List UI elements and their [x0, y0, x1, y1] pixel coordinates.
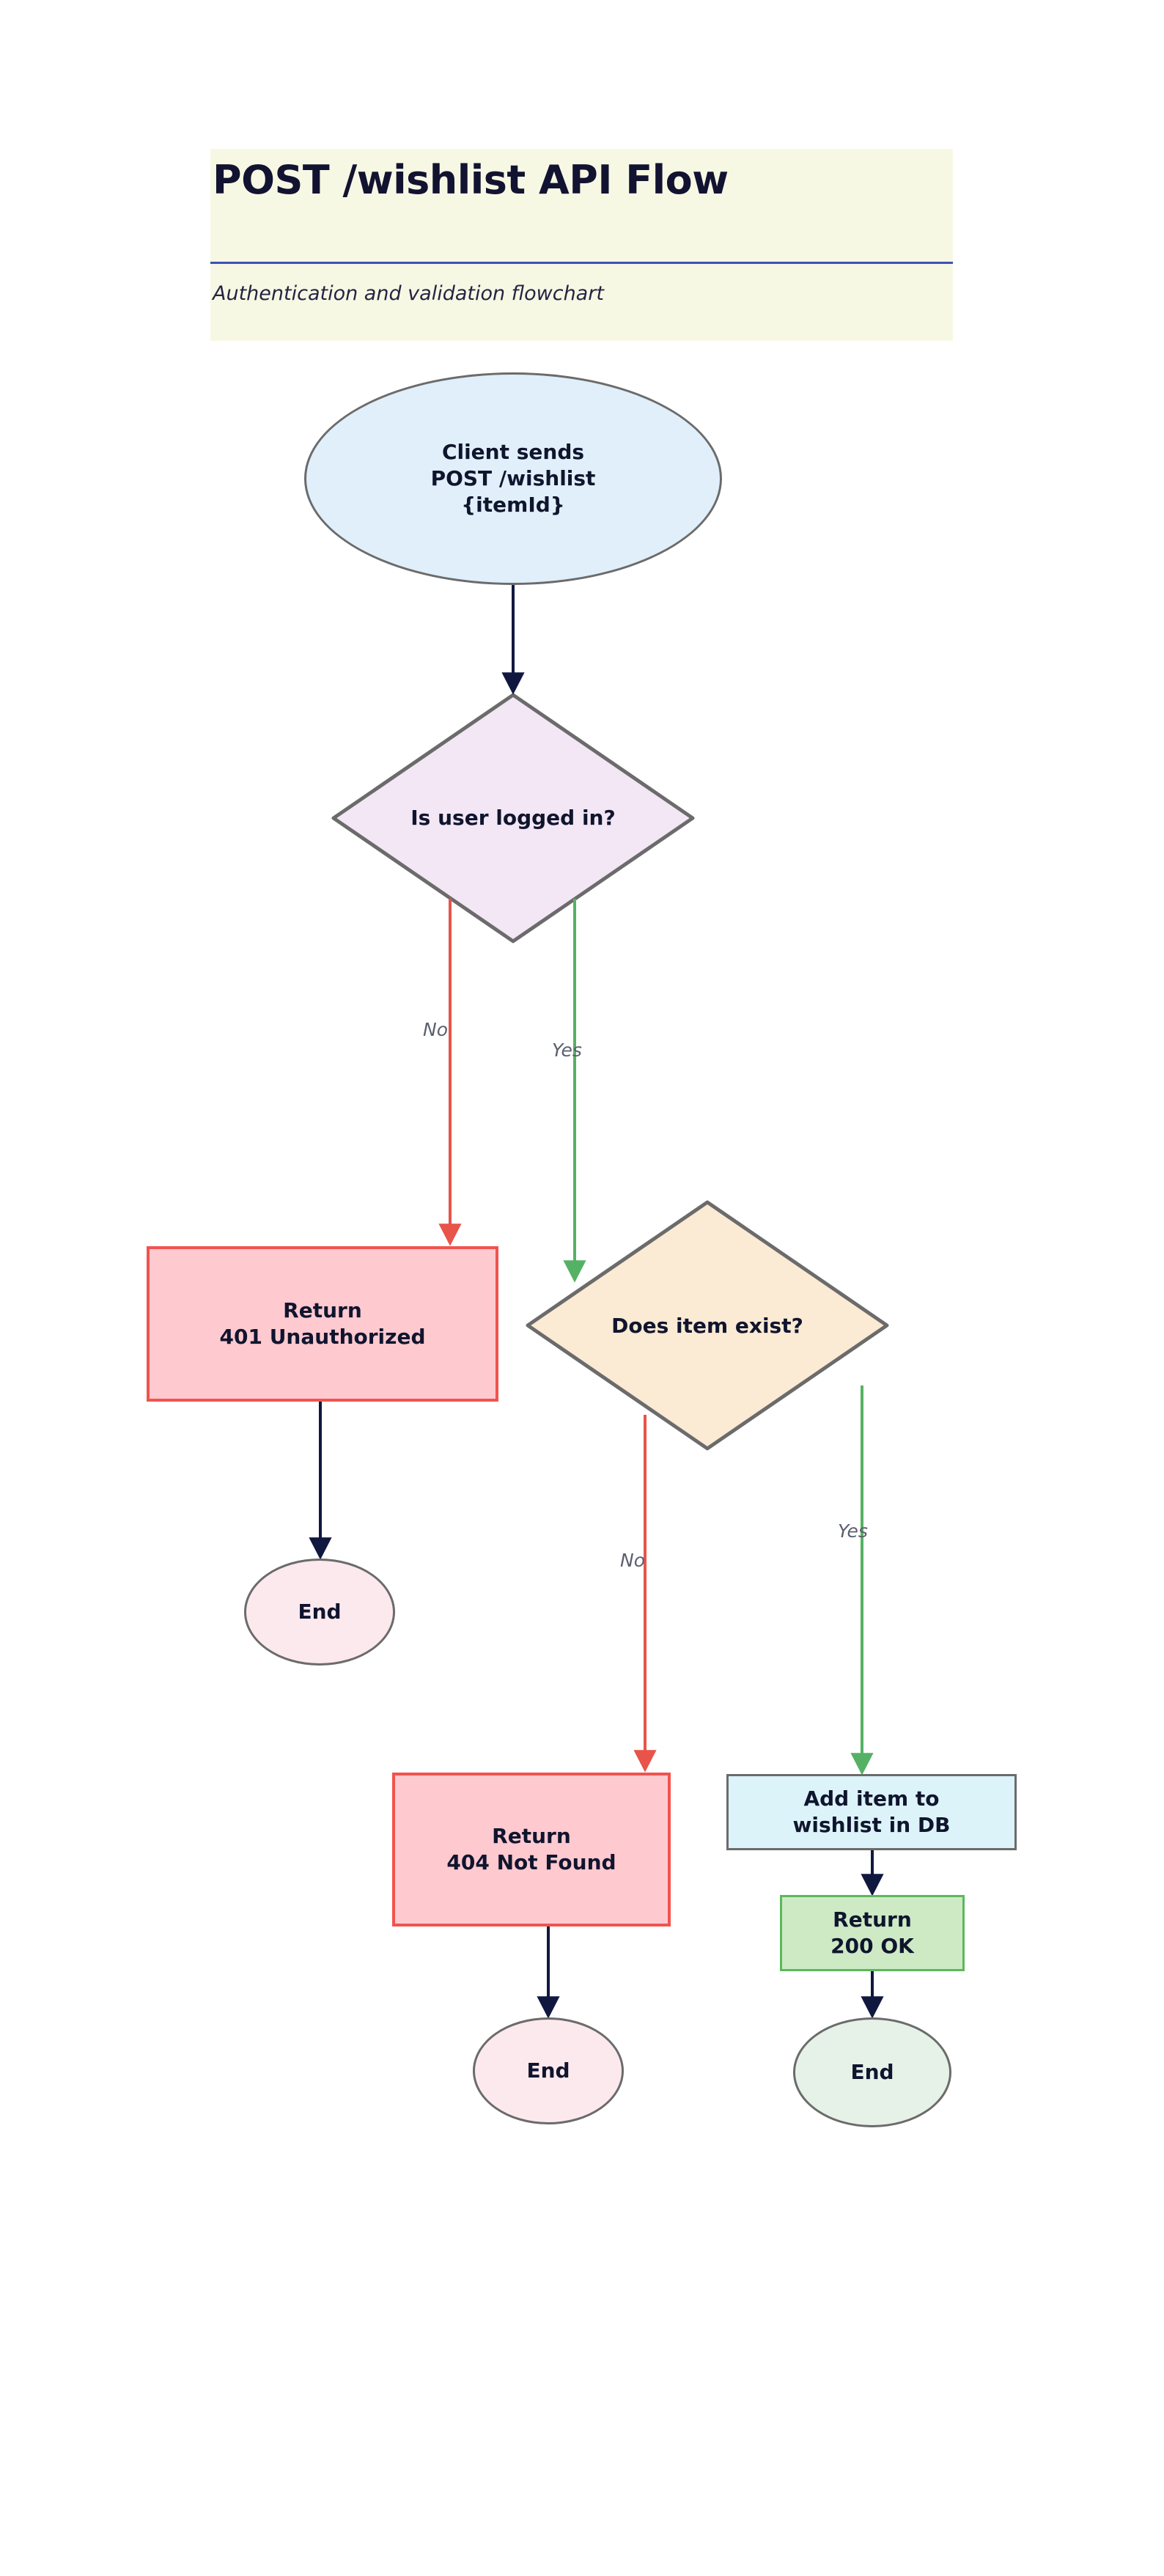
edge-label-no-decision2: No [620, 1550, 645, 1571]
node-label: End [526, 2058, 570, 2083]
edge-label-no-decision1: No [423, 1019, 448, 1040]
node-label: Add item to wishlist in DB [792, 1786, 951, 1837]
node-label: Client sends POST /wishlist {itemId} [430, 440, 596, 517]
node-decision-does-item-exist[interactable]: Does item exist? [586, 1259, 828, 1391]
node-return-404-not-found[interactable]: Return 404 Not Found [392, 1773, 671, 1927]
node-label: End [850, 2060, 894, 2085]
page-title: POST /wishlist API Flow [213, 157, 729, 203]
node-return-200-ok[interactable]: Return 200 OK [780, 1895, 965, 1971]
node-label: Does item exist? [611, 1313, 803, 1338]
node-end-after-404[interactable]: End [473, 2017, 624, 2124]
node-label: Return 404 Not Found [446, 1824, 616, 1874]
node-label: Return 200 OK [830, 1907, 914, 1958]
edge-label-yes-decision1: Yes [552, 1039, 582, 1061]
title-divider [210, 262, 953, 264]
node-label: Is user logged in? [410, 805, 616, 830]
page-subtitle: Authentication and validation flowchart [213, 282, 604, 305]
node-add-item-to-wishlist-in-db[interactable]: Add item to wishlist in DB [726, 1774, 1017, 1850]
node-label: End [298, 1600, 342, 1624]
node-label: Return 401 Unauthorized [219, 1298, 426, 1349]
node-return-401-unauthorized[interactable]: Return 401 Unauthorized [147, 1246, 498, 1402]
node-start-client-sends-post[interactable]: Client sends POST /wishlist {itemId} [304, 372, 722, 585]
node-end-after-200[interactable]: End [793, 2017, 951, 2127]
edge-label-yes-decision2: Yes [838, 1520, 868, 1542]
node-decision-is-user-logged-in[interactable]: Is user logged in? [381, 748, 645, 887]
node-end-after-401[interactable]: End [244, 1559, 395, 1666]
header-panel: POST /wishlist API Flow Authentication a… [210, 149, 953, 341]
